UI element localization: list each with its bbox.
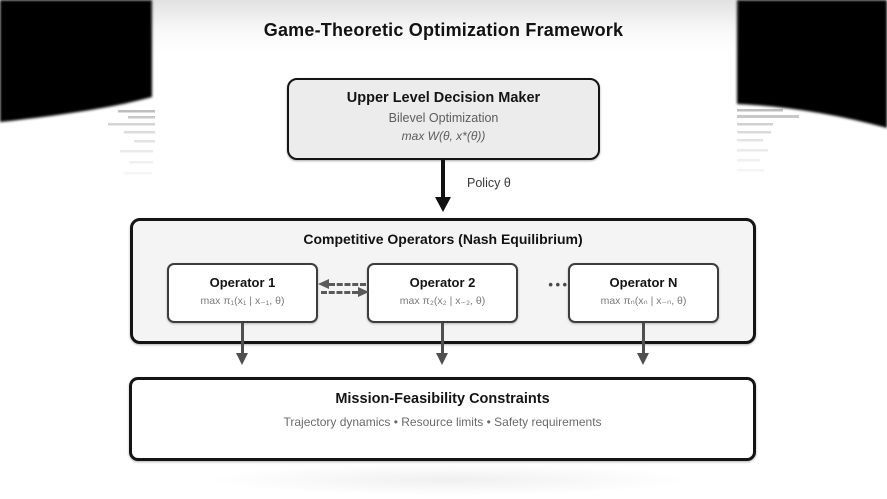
constraints-box: Mission-Feasibility Constraints Trajecto… (129, 377, 756, 461)
policy-arrow-line (441, 159, 445, 198)
operator-n-down-arrow-head (637, 353, 649, 365)
page-title: Game-Theoretic Optimization Framework (263, 20, 624, 40)
ellipsis-dots: ••• (548, 277, 570, 292)
upper-box-subtitle: Bilevel Optimization (388, 111, 499, 125)
operator-1-formula: max π₁(x₁ | x₋₁, θ) (200, 295, 285, 307)
coupling-arrow-left (318, 279, 366, 289)
arrow-right-head (358, 287, 369, 297)
upper-box-title: Upper Level Decision Maker (346, 90, 541, 106)
operator-2-down-arrow-line (441, 323, 444, 354)
policy-arrow-head (434, 197, 451, 212)
operator-1-down-arrow-head (236, 353, 248, 365)
streak-artifacts (108, 109, 799, 175)
upper-level-box: Upper Level Decision Maker Bilevel Optim… (287, 78, 600, 160)
operators-container-title: Competitive Operators (Nash Equilibrium) (303, 231, 583, 247)
operator-n-down-arrow-line (642, 323, 645, 354)
operator-n-name: Operator N (609, 275, 678, 290)
operator-2-down-arrow-head (436, 353, 448, 365)
policy-arrow-label: Policy θ (467, 176, 511, 190)
operator-n-box: Operator N max πₙ(xₙ | x₋ₙ, θ) (568, 263, 719, 323)
constraints-title: Mission-Feasibility Constraints (335, 391, 550, 407)
operator-1-box: Operator 1 max π₁(x₁ | x₋₁, θ) (167, 263, 318, 323)
constraints-subtitle: Trajectory dynamics • Resource limits • … (283, 415, 602, 429)
operator-n-formula: max πₙ(xₙ | x₋ₙ, θ) (600, 295, 687, 307)
background-fade-bottom (180, 464, 720, 499)
arrow-left-head (318, 279, 329, 289)
operator-1-down-arrow-line (241, 323, 244, 354)
operator-1-name: Operator 1 (209, 275, 276, 290)
upper-box-formula: max W(θ, x*(θ)) (401, 129, 486, 143)
operator-2-name: Operator 2 (409, 275, 476, 290)
operator-2-box: Operator 2 max π₂(x₂ | x₋₂, θ) (367, 263, 518, 323)
background-fade-top (150, 0, 740, 54)
black-corner-shapes (0, 0, 887, 128)
coupling-arrow-right (321, 287, 369, 297)
operator-2-formula: max π₂(x₂ | x₋₂, θ) (399, 295, 486, 307)
